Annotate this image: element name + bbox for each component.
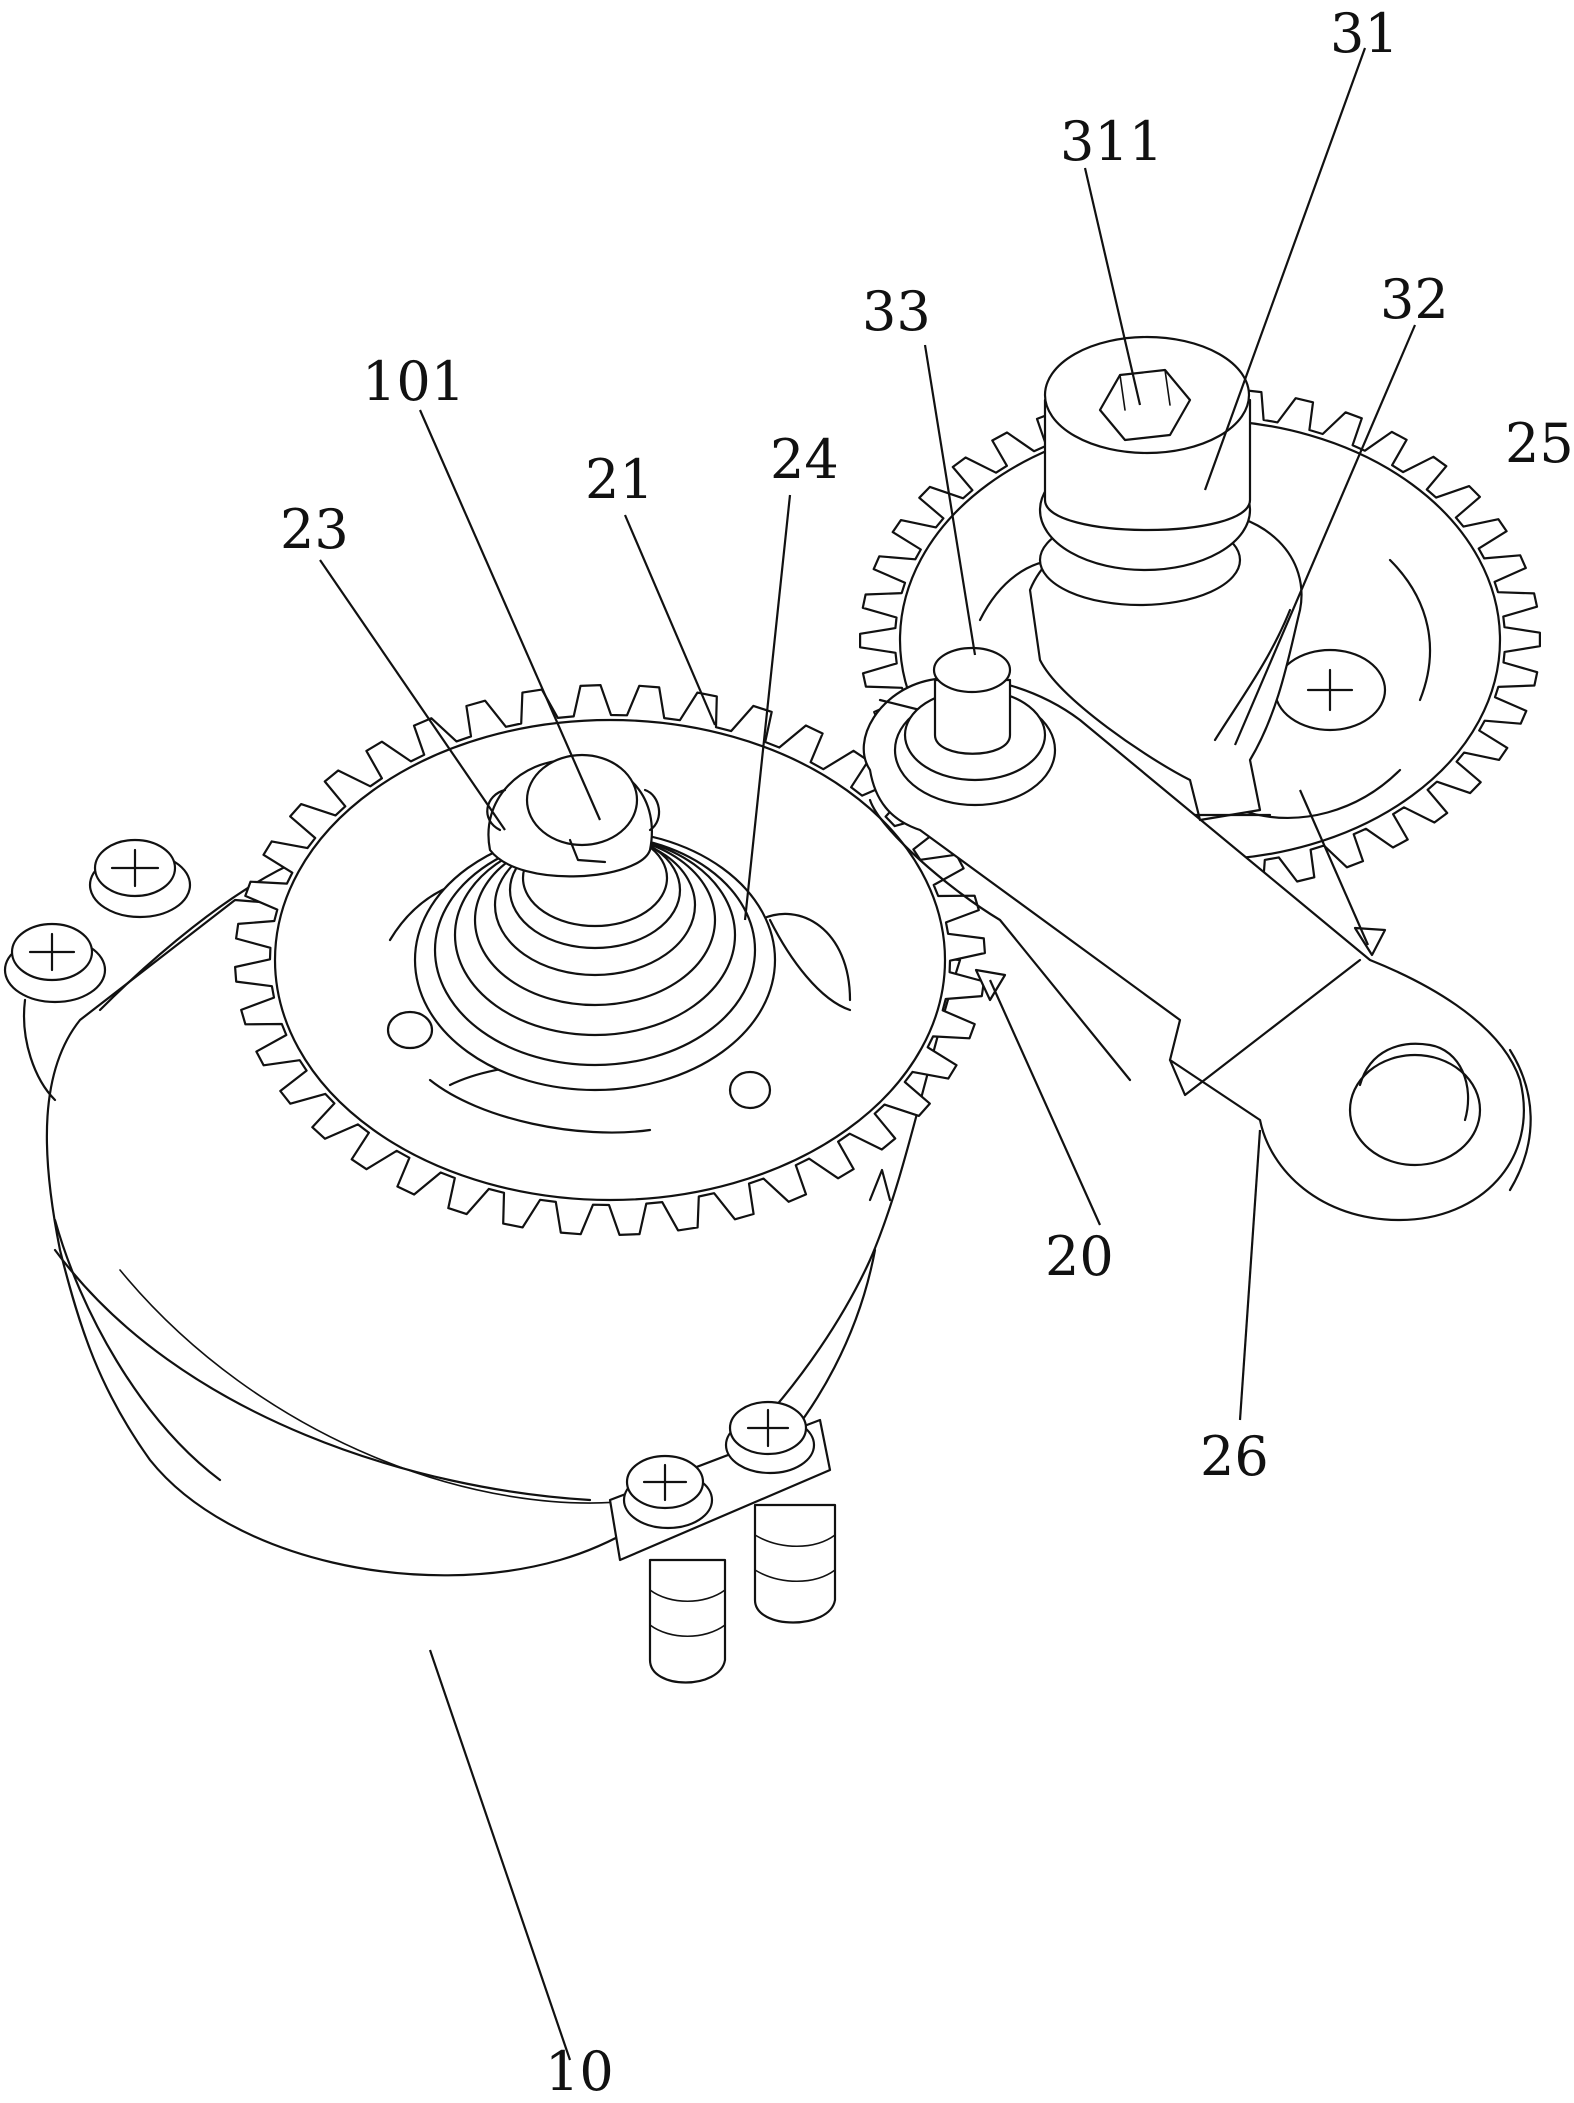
leader-33 (923, 344, 977, 656)
label-21: 21 (585, 448, 654, 511)
label-26: 26 (1200, 1425, 1269, 1488)
leader-21 (623, 514, 717, 726)
left-shaft (486, 753, 661, 878)
reference-labels: 31 311 32 33 25 101 21 24 23 20 26 10 (280, 2, 1574, 2103)
pin-post (893, 646, 1057, 807)
label-101: 101 (362, 350, 465, 413)
leader-32 (1233, 324, 1417, 746)
leader-23 (319, 559, 506, 831)
leader-20b (1298, 789, 1370, 946)
label-25: 25 (1505, 412, 1574, 475)
label-23: 23 (280, 498, 349, 561)
leader-20 (988, 979, 1102, 1226)
label-24: 24 (770, 428, 839, 491)
leader-24 (743, 494, 792, 921)
label-32: 32 (1380, 268, 1449, 331)
leader-101 (418, 409, 602, 821)
leader-31 (1203, 47, 1367, 491)
label-33: 33 (862, 280, 931, 343)
label-20: 20 (1045, 1225, 1114, 1288)
label-31: 31 (1330, 2, 1399, 65)
label-311: 311 (1060, 110, 1163, 173)
label-10: 10 (545, 2040, 614, 2103)
leader-lines (319, 47, 1417, 2061)
leader-10 (428, 1649, 572, 2061)
lever-arm (862, 676, 1532, 1222)
terminal-screws (608, 1400, 837, 1684)
knob-assembly (1028, 335, 1303, 822)
screw-top-left-a (88, 838, 192, 919)
screw-top-left-b (3, 922, 107, 1102)
leader-26 (1238, 1129, 1262, 1421)
leader-311 (1083, 167, 1142, 406)
